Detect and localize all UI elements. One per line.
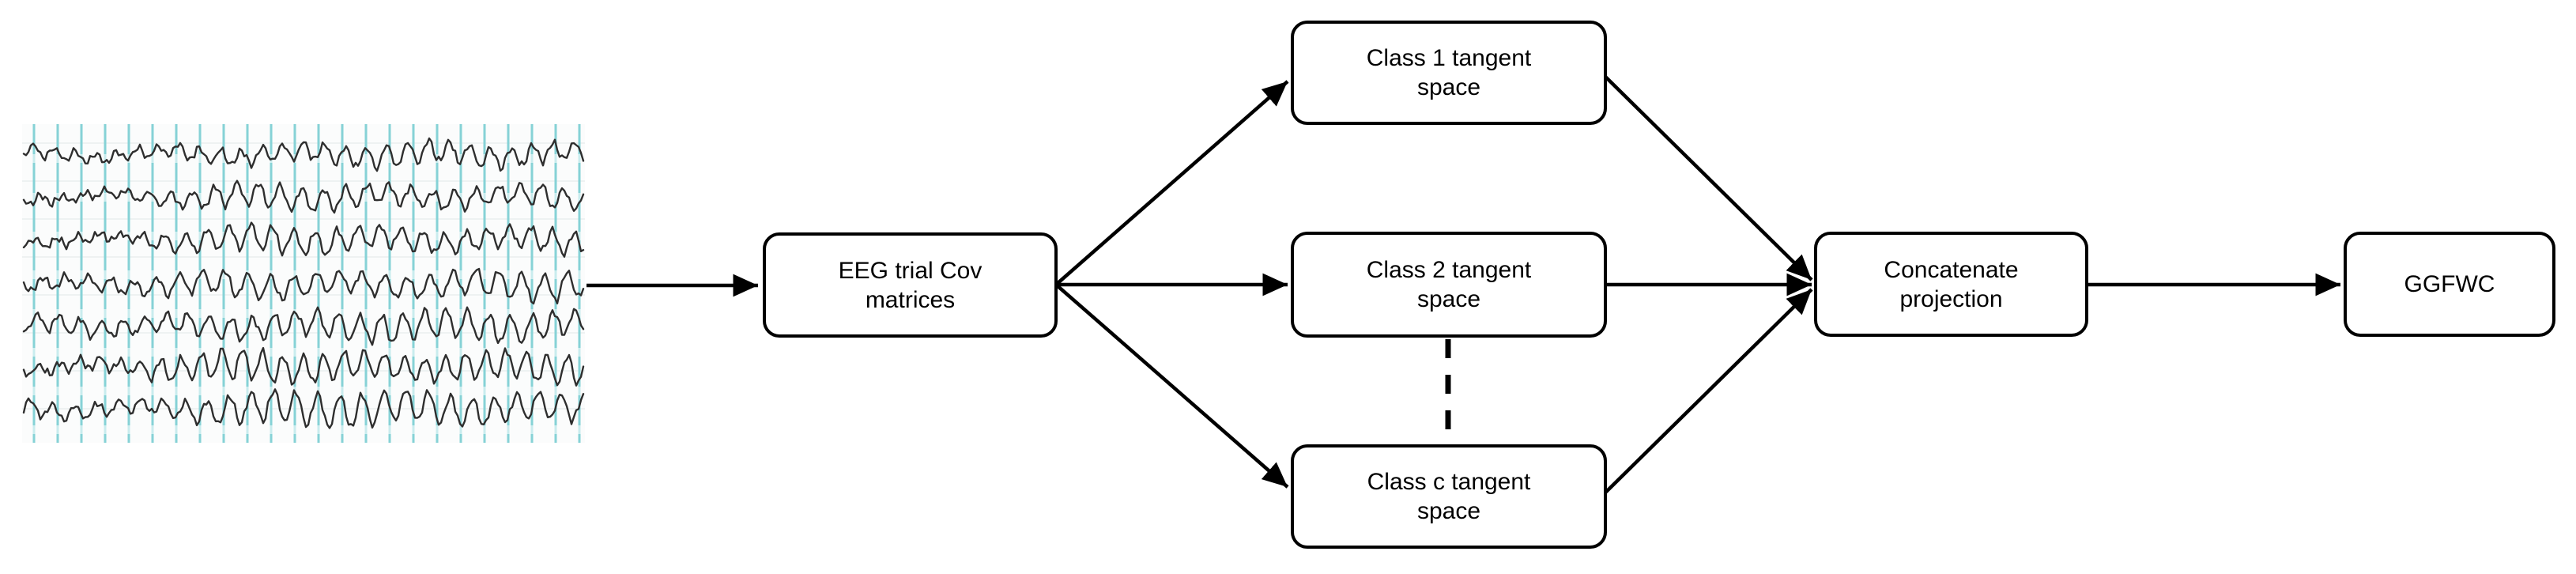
node-label-line: GGFWC [2404, 271, 2495, 297]
node-class-c-tangent-space: Class c tangent space [1291, 444, 1607, 549]
node-class-1-tangent-space: Class 1 tangent space [1291, 21, 1607, 125]
node-eeg-trial-cov-matrices: EEG trial Cov matrices [763, 232, 1058, 338]
node-label-line: projection [1899, 285, 2003, 312]
arrow-eeg-cov-to-classc [1054, 283, 1289, 489]
node-label-line: space [1416, 286, 1481, 312]
node-label-line: Class 2 tangent [1366, 257, 1532, 283]
arrow-class1-to-concat [1604, 75, 1813, 281]
node-label-line: matrices [865, 286, 956, 313]
node-label-line: Concatenate [1884, 256, 2019, 283]
node-concatenate-projection: Concatenate projection [1814, 232, 2088, 337]
arrow-classc-to-concat [1604, 288, 1813, 494]
node-label-line: EEG trial Cov [838, 257, 983, 284]
node-label-line: Class 1 tangent [1366, 45, 1532, 71]
node-class-2-tangent-space: Class 2 tangent space [1291, 232, 1607, 338]
node-label-line: space [1416, 74, 1481, 100]
node-ggfwc: GGFWC [2344, 232, 2555, 337]
node-label-line: space [1416, 498, 1481, 524]
arrow-eeg-cov-to-class1 [1054, 80, 1289, 286]
eeg-signal-image [22, 124, 585, 443]
node-label-line: Class c tangent [1367, 469, 1531, 495]
